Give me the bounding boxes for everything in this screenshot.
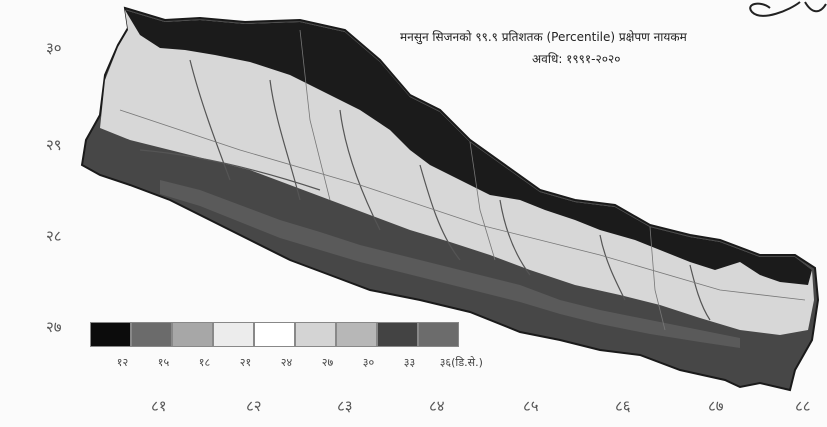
legend-swatches — [90, 322, 459, 347]
lat-label-29: २९ — [46, 136, 62, 154]
corner-scribble-mark — [749, 1, 827, 17]
mountain-region — [125, 10, 812, 285]
legend-tick-label: २१ — [239, 356, 252, 369]
legend-labels: १२ १५ १८ २१ २४ २७ ३० ३३ ३६(डि.से.) — [90, 355, 483, 375]
lon-label-82: ८२ — [246, 397, 262, 415]
legend-swatch — [295, 322, 336, 347]
legend-swatch — [336, 322, 377, 347]
legend-tick-label: १२ — [116, 356, 129, 369]
legend-tick-label: ३६(डि.से.) — [439, 356, 483, 369]
legend-swatch — [131, 322, 172, 347]
legend-tick-label: २७ — [321, 356, 334, 369]
lon-label-85: ८५ — [523, 397, 539, 415]
lon-label-87: ८७ — [708, 397, 724, 415]
legend-tick-label: ३० — [362, 356, 375, 369]
lat-label-27: २७ — [46, 318, 62, 336]
map-title-period: अवधि: १९९१-२०२० — [532, 52, 621, 66]
legend-swatch — [172, 322, 213, 347]
legend-tick-label: १५ — [157, 356, 170, 369]
legend: १२ १५ १८ २१ २४ २७ ३० ३३ ३६(डि.से.) — [90, 322, 483, 375]
rivers — [139, 59, 711, 321]
map-title: मनसुन सिजनको ९९.९ प्रतिशतक (Percentile) … — [400, 26, 820, 70]
lon-label-81: ८१ — [151, 397, 167, 415]
map-title-line1: मनसुन सिजनको ९९.९ प्रतिशतक (Percentile) … — [400, 30, 687, 44]
legend-swatch — [377, 322, 418, 347]
lon-label-83: ८३ — [337, 397, 353, 415]
legend-swatch — [254, 322, 295, 347]
legend-tick-label: २४ — [280, 356, 293, 369]
lat-label-28: २८ — [46, 227, 62, 245]
lat-label-30: ३० — [46, 39, 62, 57]
legend-tick-label: ३३ — [403, 356, 416, 369]
admin-boundaries — [119, 29, 806, 331]
legend-tick-label: १८ — [198, 356, 211, 369]
legend-swatch — [213, 322, 254, 347]
legend-swatch — [90, 322, 131, 347]
lon-label-88: ८८ — [795, 397, 811, 415]
inner-terai-band — [160, 180, 740, 348]
lon-label-84: ८४ — [429, 397, 445, 415]
legend-swatch — [418, 322, 459, 347]
lon-label-86: ८६ — [615, 397, 631, 415]
